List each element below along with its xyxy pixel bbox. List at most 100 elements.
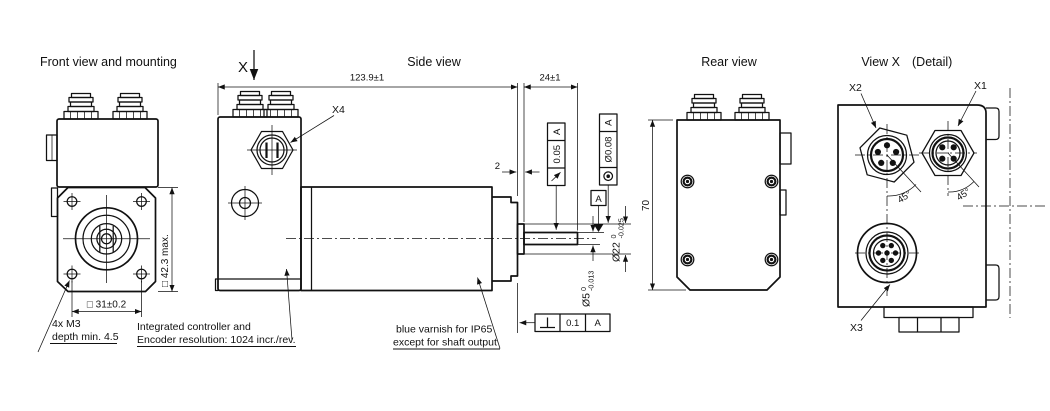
side-view: Side view X X4 [214, 50, 631, 350]
dim-flange-size-text: □ 42.3 max. [160, 234, 171, 287]
tolerance-value: 0.1 [566, 318, 579, 329]
connector-x1-label: X1 [974, 80, 987, 92]
dim-text: 70 [641, 199, 652, 211]
rear-view: Rear view 70 [641, 55, 792, 291]
note-line: blue varnish for IP65 [396, 324, 492, 336]
dim-boss-height: 2 [495, 161, 540, 175]
tolerance-frame-perpendicularity: 0.1 A [519, 313, 611, 333]
tolerance-frame-concentricity: A Ø0.08 [598, 113, 618, 223]
pin [889, 159, 896, 166]
tolerance-datum: A [604, 119, 615, 126]
angle-text: 45° [896, 189, 914, 206]
housing-screw [680, 252, 695, 267]
view-x-letter: X [238, 59, 248, 76]
connector-x3-label: X3 [850, 322, 863, 334]
dim-flange-size: □ 42.3 max. [158, 187, 178, 292]
cable-connector [263, 90, 299, 118]
dim-pilot-diameter: Ø22 0 -0.025 [524, 206, 631, 272]
connector-x4 [247, 125, 297, 175]
connector-x2-label: X2 [849, 82, 862, 94]
dim-total-length: 123.9±1 [218, 73, 518, 90]
note-line: depth min. 4.5 [52, 331, 119, 343]
dim-tol-lower: -0.013 [587, 271, 596, 291]
dim-hole-spacing-text: □ 31±0.2 [87, 300, 127, 311]
connector-x4-label: X4 [332, 104, 345, 116]
rear-side-tab [779, 189, 787, 216]
datum-label: A [595, 194, 602, 205]
connector-x2 [855, 127, 921, 183]
circular-runout-symbol-icon [551, 172, 561, 182]
mounting-hole [62, 192, 82, 211]
pin [939, 155, 946, 162]
front-view-title: Front view and mounting [40, 55, 177, 69]
view-direction-marker: X [238, 50, 259, 80]
shaft-boss-front [63, 195, 150, 283]
mounting-hole [62, 264, 82, 284]
dim-tol-upper: 0 [609, 235, 618, 239]
cable-connector [232, 90, 268, 118]
connector-x3 [855, 222, 919, 284]
note-mounting-holes: 4x M3 depth min. 4.5 [37, 280, 119, 353]
angle-text: 45° [955, 186, 973, 203]
pin [939, 144, 946, 151]
note-varnish: blue varnish for IP65 except for shaft o… [393, 277, 501, 350]
detail-side-tab [986, 107, 1000, 141]
pin [878, 159, 885, 166]
dim-text: Ø22 [611, 242, 623, 262]
dim-text: 2 [495, 161, 500, 172]
pin [888, 257, 894, 264]
cable-connector [686, 93, 722, 121]
mounting-flange [56, 186, 157, 293]
dim-shaft-length: 24±1 [524, 73, 578, 90]
dim-text: 24±1 [539, 73, 560, 84]
bottom-connector-profile [883, 306, 974, 333]
mounting-hole [132, 264, 151, 284]
front-flange-profile [492, 196, 519, 282]
tolerance-datum: A [595, 318, 602, 329]
note-line: except for shaft output [393, 337, 497, 349]
pin [950, 144, 957, 151]
front-view: Front view and mounting □ 42.3 max [37, 55, 296, 353]
pin [880, 257, 886, 264]
cable-connector [734, 93, 770, 121]
dim-height: 70 [641, 119, 686, 291]
tolerance-frame-runout: A 0.05 [546, 122, 566, 230]
connector-x1 [919, 121, 977, 196]
datum-a: A [590, 189, 607, 232]
datum-triangle-icon [593, 224, 604, 232]
note-controller: Integrated controller and Encoder resolu… [137, 268, 296, 347]
side-view-title: Side view [407, 55, 461, 69]
dim-text: Ø5 [581, 293, 593, 307]
detail-body [837, 104, 987, 308]
housing-screw-feature [228, 186, 262, 220]
note-line: Encoder resolution: 1024 incr./rev. [137, 334, 296, 346]
note-line: 4x M3 [52, 318, 81, 330]
dim-text: 123.9±1 [350, 73, 384, 84]
tolerance-datum: A [552, 128, 563, 135]
detail-side-tab [986, 264, 1000, 301]
pin [888, 242, 894, 249]
dim-hole-spacing: □ 31±0.2 [71, 281, 142, 317]
rear-body [676, 119, 781, 291]
concentricity-symbol-icon [603, 171, 614, 182]
rear-side-tab [779, 132, 792, 165]
pin [880, 242, 886, 249]
cable-connector [112, 92, 148, 120]
front-side-tab [50, 187, 59, 218]
tolerance-value: Ø0.08 [604, 137, 615, 163]
pin [893, 148, 900, 156]
housing-screw [764, 174, 779, 189]
perpendicularity-symbol-icon [540, 317, 555, 329]
detail-view-title-suffix: (Detail) [912, 55, 952, 69]
front-body [56, 118, 159, 188]
detail-view-x: View X (Detail) X2 45° [837, 55, 1047, 334]
dim-tol-lower: -0.025 [617, 218, 626, 238]
pin [874, 148, 882, 156]
note-line: Integrated controller and [137, 321, 251, 333]
detail-view-title: View X [861, 55, 900, 69]
housing-screw [680, 174, 695, 189]
housing-screw [764, 252, 779, 267]
pilot-boss [516, 223, 525, 255]
